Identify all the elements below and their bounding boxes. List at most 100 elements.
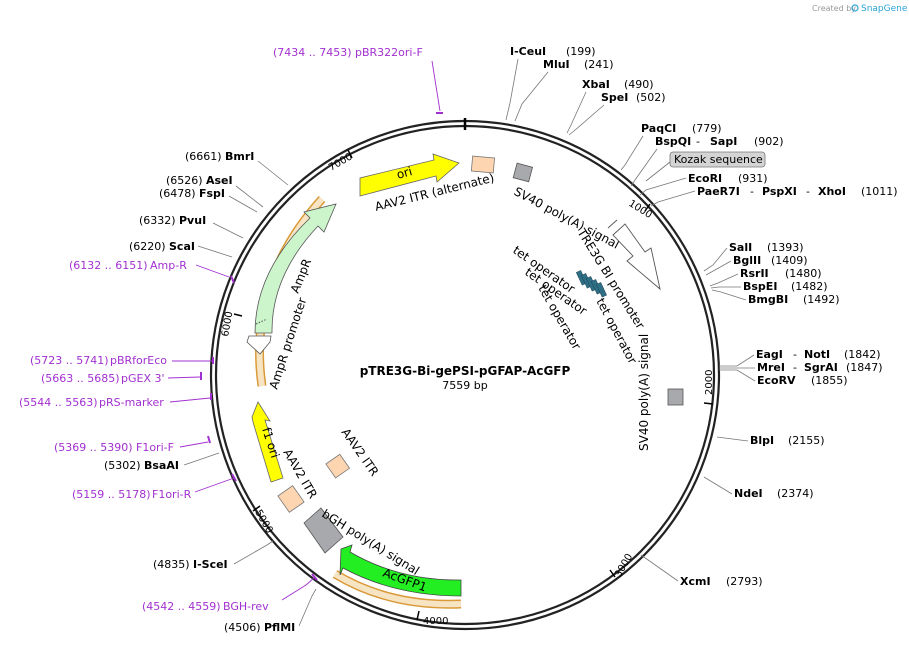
enzyme-leader: [711, 289, 747, 301]
enzyme-blpi[interactable]: BlpI (2155): [716, 434, 825, 447]
enzyme-xcmi[interactable]: XcmI (2793): [640, 554, 763, 588]
enzyme-name: ScaI: [169, 240, 195, 253]
enzyme-bglii[interactable]: BglII (1409): [705, 254, 808, 276]
enzyme-ecorv[interactable]: EcoRV (1855): [719, 369, 848, 387]
primer-leader: [194, 477, 235, 493]
tick-label-4000: 4000: [423, 616, 448, 627]
enzyme-name: MluI: [543, 58, 570, 71]
enzyme-ecori[interactable]: EcoRI (931): [639, 172, 768, 196]
enzyme-position: (6526): [166, 174, 203, 187]
sv40-polya-1-box[interactable]: [512, 162, 534, 183]
primer-mark: [311, 573, 318, 581]
primer-bgh-rev[interactable]: (4542 .. 4559) BGH-rev: [142, 573, 318, 613]
tet-operator-block-5[interactable]: [595, 282, 607, 298]
enzyme-separator: -: [696, 135, 700, 148]
enzyme-position: (779): [692, 122, 722, 135]
primer-name: pBR322ori-F: [355, 46, 423, 59]
enzyme-bspei[interactable]: BspEI (1482): [710, 280, 828, 293]
enzyme-bsaai[interactable]: (5302) BsaAI: [104, 452, 220, 472]
enzyme-name: SapI: [710, 135, 737, 148]
enzyme-name: I-CeuI: [510, 45, 546, 58]
aav2-itr-box-b[interactable]: [325, 453, 351, 479]
kozak-badge[interactable]: [669, 151, 766, 168]
primer-name: BGH-rev: [223, 600, 269, 613]
enzyme-leader: [566, 91, 587, 134]
enzyme-scai[interactable]: (6220) ScaI: [129, 240, 233, 258]
enzyme-i-ceui[interactable]: I-CeuI (199): [505, 45, 596, 121]
enzyme-name: BmrI: [225, 150, 254, 163]
enzyme-i-scei[interactable]: (4835) I-SceI: [153, 540, 274, 571]
ori-feature[interactable]: [359, 153, 460, 197]
f1-ori-feature[interactable]: [251, 401, 284, 483]
enzyme-name: XbaI: [582, 78, 610, 91]
enzyme-position: (502): [636, 91, 666, 104]
enzyme-leader: [650, 190, 696, 207]
enzyme-paqci[interactable]: PaqCI (779): [620, 122, 722, 171]
primer-f1ori-r[interactable]: (5159 .. 5178) F1ori-R: [72, 473, 237, 501]
enzyme-mlui[interactable]: MluI (241): [514, 58, 614, 122]
tick-label-5000: 5000: [252, 508, 274, 536]
ampr-label: AmpR: [288, 257, 314, 295]
primer-range: (6132 .. 6151): [69, 259, 148, 272]
primer-name: pGEX 3': [121, 372, 165, 385]
aav2-itr-box-a[interactable]: [277, 485, 305, 513]
kozak-leader: [645, 161, 671, 182]
enzyme-pvui[interactable]: (6332) PvuI: [139, 214, 244, 239]
acgfp1-feature[interactable]: [339, 544, 462, 597]
enzyme-bmgbi[interactable]: BmgBI (1492): [711, 289, 840, 306]
enzyme-name: BspQI: [655, 135, 691, 148]
enzyme-separator: -: [793, 348, 797, 361]
primer-mark: [231, 473, 237, 482]
enzyme-position: (1855): [811, 374, 848, 387]
enzyme-name: EagI: [756, 348, 783, 361]
enzyme-bspqi-sapi[interactable]: BspQI - SapI (902): [630, 135, 784, 187]
enzyme-name: BmgBI: [748, 293, 788, 306]
enzyme-eagi-noti[interactable]: EagI - NotI (1842): [719, 348, 881, 367]
enzyme-separator: -: [750, 185, 754, 198]
sv40-polya-1-label: SV40 poly(A) signal: [512, 184, 622, 251]
primer-name: F1ori-F: [136, 441, 174, 454]
enzyme-position: (902): [754, 135, 784, 148]
enzyme-spei[interactable]: SpeI (502): [568, 91, 666, 136]
enzyme-leader: [298, 588, 317, 627]
aav2-itr-alternate-box[interactable]: [470, 155, 496, 174]
enzyme-position: (5302): [104, 459, 141, 472]
enzyme-fspi[interactable]: (6478) FspI: [159, 187, 258, 213]
tre3g-promoter-feature[interactable]: [612, 223, 661, 291]
kozak-label: Kozak sequence: [674, 153, 763, 166]
enzyme-rsrii[interactable]: RsrII (1480): [709, 267, 822, 287]
bgh-polya-box[interactable]: [303, 507, 344, 554]
ori-label: ori: [395, 164, 414, 182]
tet-operator-blocks[interactable]: [575, 270, 607, 298]
primer-pgex3[interactable]: (5663 .. 5685) pGEX 3': [41, 372, 202, 385]
enzyme-name: EcoRV: [757, 374, 796, 387]
enzyme-leader: [703, 476, 733, 495]
enzyme-xbai[interactable]: XbaI (490): [566, 78, 654, 134]
enzyme-name: SpeI: [601, 91, 628, 104]
enzyme-sali[interactable]: SalI (1393): [703, 241, 804, 272]
enzyme-asei[interactable]: (6526) AseI: [166, 174, 264, 208]
primer-range: (5723 .. 5741): [30, 354, 109, 367]
enzyme-ndei[interactable]: NdeI (2374): [703, 476, 814, 500]
enzyme-mrei-sgrai[interactable]: MreI - SgrAI (1847): [719, 361, 883, 374]
primer-range: (5544 .. 5563): [19, 396, 98, 409]
primer-prs-marker[interactable]: (5544 .. 5563) pRS-marker: [19, 393, 212, 409]
enzyme-position: (6332): [139, 214, 176, 227]
enzyme-position: (1842): [844, 348, 881, 361]
enzyme-leader: [505, 58, 519, 121]
enzyme-pflmi[interactable]: (4506) PflMI: [224, 588, 317, 634]
primer-amp-r[interactable]: (6132 .. 6151) Amp-R: [69, 259, 235, 284]
ampr-feature[interactable]: [254, 203, 337, 334]
primer-pbr322ori-f[interactable]: (7434 .. 7453) pBR322ori-F: [273, 46, 443, 114]
primer-leader: [195, 264, 230, 278]
enzyme-paer7i-pspxi-xhoi[interactable]: PaeR7I - PspXI - XhoI (1011): [650, 185, 898, 207]
enzyme-bmri[interactable]: (6661) BmrI: [185, 150, 289, 186]
primer-leader: [167, 376, 201, 379]
plasmid-name: pTRE3G-Bi-gePSI-pGFAP-AcGFP: [360, 364, 571, 378]
primer-pbrforeco[interactable]: (5723 .. 5741) pBRforEco: [30, 354, 214, 367]
primer-f1ori-f[interactable]: (5369 .. 5390) F1ori-F: [54, 435, 211, 454]
sv40-polya-2-box[interactable]: [667, 388, 684, 406]
snapgene-logo-text: SnapGene: [861, 4, 908, 14]
ampr-promoter-feature[interactable]: [246, 335, 272, 355]
